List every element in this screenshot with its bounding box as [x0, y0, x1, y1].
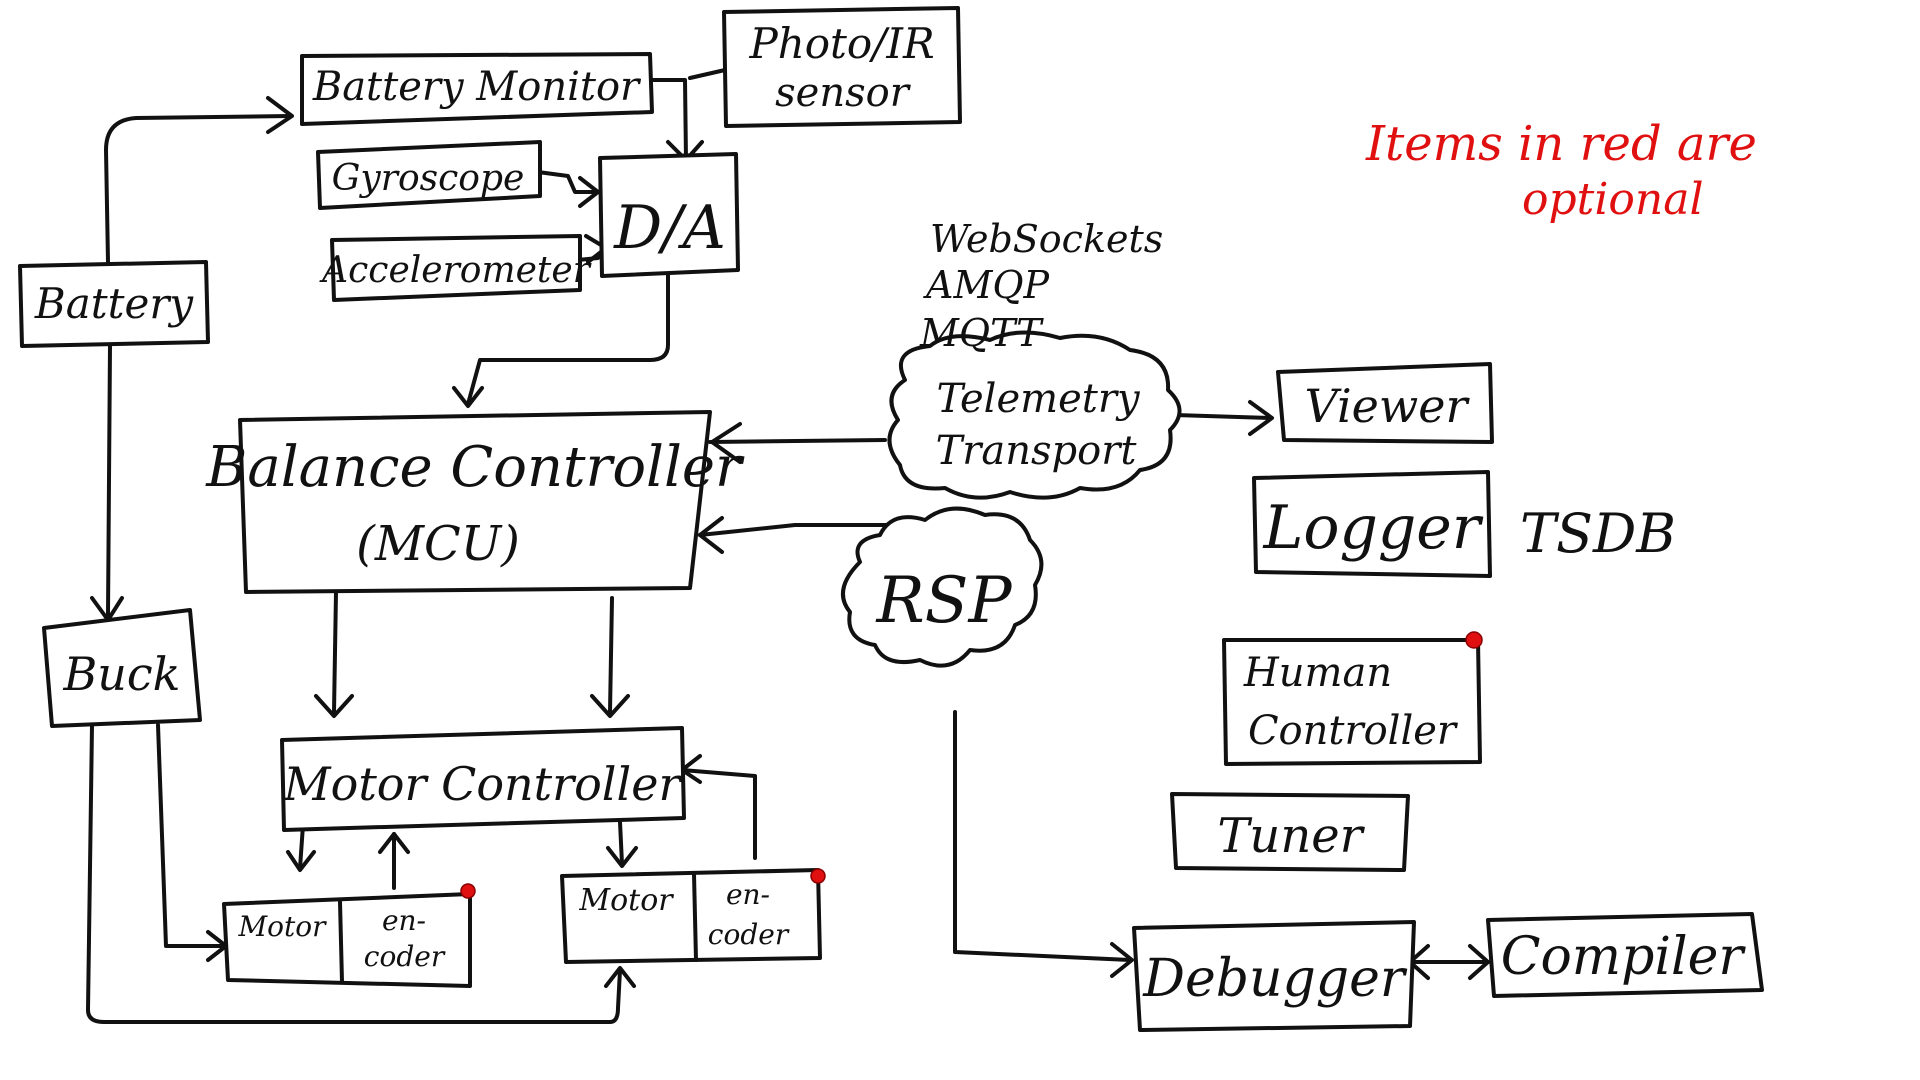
tuner-label: Tuner: [1217, 808, 1365, 864]
rsp-cloud: RSP: [840, 506, 1044, 668]
arrowhead-buck-motor-right: [604, 966, 636, 988]
buck-block: Buck: [42, 608, 202, 728]
balance-controller-label-line2: (MCU): [356, 516, 520, 572]
accelerometer-label: Accelerometer: [319, 250, 592, 291]
arrowhead-mc-left: [314, 694, 354, 718]
motor-controller-label: Motor Controller: [283, 757, 684, 811]
rsp-label: RSP: [875, 564, 1012, 638]
arrowhead-mc-right: [590, 694, 630, 718]
motor-encoder-left-block: Motor en- coder: [222, 883, 476, 988]
da-label: D/A: [613, 193, 726, 263]
optional-items-note: Items in red are optional: [1365, 116, 1757, 225]
protocol-websockets: WebSockets: [930, 217, 1163, 261]
wire-gyro-to-da: [536, 170, 597, 194]
logger-block: Logger: [1252, 470, 1492, 578]
optional-marker-human-controller: [1465, 631, 1483, 649]
compiler-label: Compiler: [1501, 927, 1747, 987]
tsdb-label: TSDB: [1520, 502, 1676, 565]
motor-encoder-right-divider: [692, 872, 698, 962]
wire-buck-to-motor-left: [156, 723, 227, 948]
arrowhead-monitor: [266, 96, 294, 134]
compiler-block: Compiler: [1486, 912, 1764, 998]
wire-rsp-to-debugger: [953, 710, 1132, 962]
arrowhead-enc-left-up: [378, 832, 410, 854]
wire-photo-to-da: [688, 68, 727, 80]
wire-da-to-balance: [466, 273, 670, 406]
optional-marker-encoder-right: [810, 868, 826, 884]
wire-battery-to-monitor: [104, 114, 292, 264]
note-line2: optional: [1522, 174, 1704, 225]
optional-marker-encoder-left: [460, 883, 476, 899]
buck-label: Buck: [62, 647, 180, 701]
arrowhead-motor-right: [606, 846, 638, 868]
viewer-label: Viewer: [1305, 379, 1471, 433]
wire-balance-to-mc-right: [608, 596, 614, 714]
motor-left-label: Motor: [237, 910, 327, 943]
wire-monitor-to-da: [648, 78, 688, 162]
debugger-label: Debugger: [1142, 949, 1408, 1009]
arrowhead-motor-left: [286, 850, 316, 872]
encoder-left-label-line2: coder: [364, 940, 446, 973]
telemetry-label-line2: Transport: [936, 428, 1138, 474]
battery-monitor-block: Battery Monitor: [300, 52, 654, 126]
human-controller-label-line2: Controller: [1248, 708, 1459, 754]
photo-ir-label-line2: sensor: [775, 70, 912, 116]
telemetry-label-line1: Telemetry: [936, 376, 1141, 422]
wire-enc-to-mc-right: [680, 768, 757, 860]
encoder-right-label-line2: coder: [708, 918, 790, 951]
battery-monitor-label: Battery Monitor: [312, 64, 642, 110]
arrowhead-balance-telemetry: [710, 422, 742, 464]
encoder-right-label-line1: en-: [726, 878, 770, 911]
note-line1: Items in red are: [1365, 116, 1757, 172]
protocol-amqp: AMQP: [923, 263, 1051, 307]
da-converter-block: D/A: [598, 152, 740, 278]
battery-label: Battery: [34, 279, 195, 328]
arrowhead-da-gyro: [578, 176, 600, 208]
wire-telemetry-to-viewer: [1173, 413, 1272, 420]
logger-label: Logger: [1263, 493, 1484, 563]
arrowhead-balance-rsp: [698, 516, 724, 554]
motor-right-label: Motor: [578, 883, 674, 918]
accelerometer-block: Accelerometer: [319, 234, 592, 302]
encoder-left-label-line1: en-: [382, 904, 426, 937]
connectors: [86, 68, 1490, 1024]
battery-block: Battery: [18, 260, 210, 348]
gyroscope-label: Gyroscope: [332, 158, 525, 199]
wire-telemetry-to-balance: [708, 438, 887, 444]
protocol-mqtt: MQTT: [919, 311, 1044, 355]
motor-controller-block: Motor Controller: [280, 726, 686, 832]
wire-battery-to-buck: [106, 343, 112, 617]
wire-balance-to-mc-left: [332, 590, 338, 714]
human-controller-block: Human Controller: [1222, 631, 1483, 766]
telemetry-transport-cloud: Telemetry Transport: [887, 330, 1182, 500]
wire-buck-to-motor-right: [86, 723, 622, 1024]
arrowhead-debugger: [1110, 942, 1134, 978]
photo-ir-label-line1: Photo/IR: [748, 19, 934, 68]
motor-encoder-right-block: Motor en- coder: [560, 868, 826, 964]
motor-encoder-left-divider: [338, 900, 344, 984]
photo-ir-sensor-block: Photo/IR sensor: [722, 6, 962, 128]
wire-mc-to-motor-left: [298, 823, 305, 870]
balance-controller-block: Balance Controller (MCU): [205, 410, 745, 594]
gyroscope-block: Gyroscope: [316, 140, 542, 210]
tuner-block: Tuner: [1170, 792, 1410, 872]
human-controller-label-line1: Human: [1243, 650, 1392, 696]
wire-mc-to-motor-right: [618, 820, 624, 866]
arrowhead-balance-top: [452, 386, 484, 408]
viewer-block: Viewer: [1276, 362, 1494, 444]
debugger-block: Debugger: [1132, 920, 1416, 1032]
arrowhead-viewer: [1248, 400, 1274, 436]
arrowhead-dc-right: [1468, 944, 1490, 980]
balance-controller-label-line1: Balance Controller: [205, 435, 745, 500]
